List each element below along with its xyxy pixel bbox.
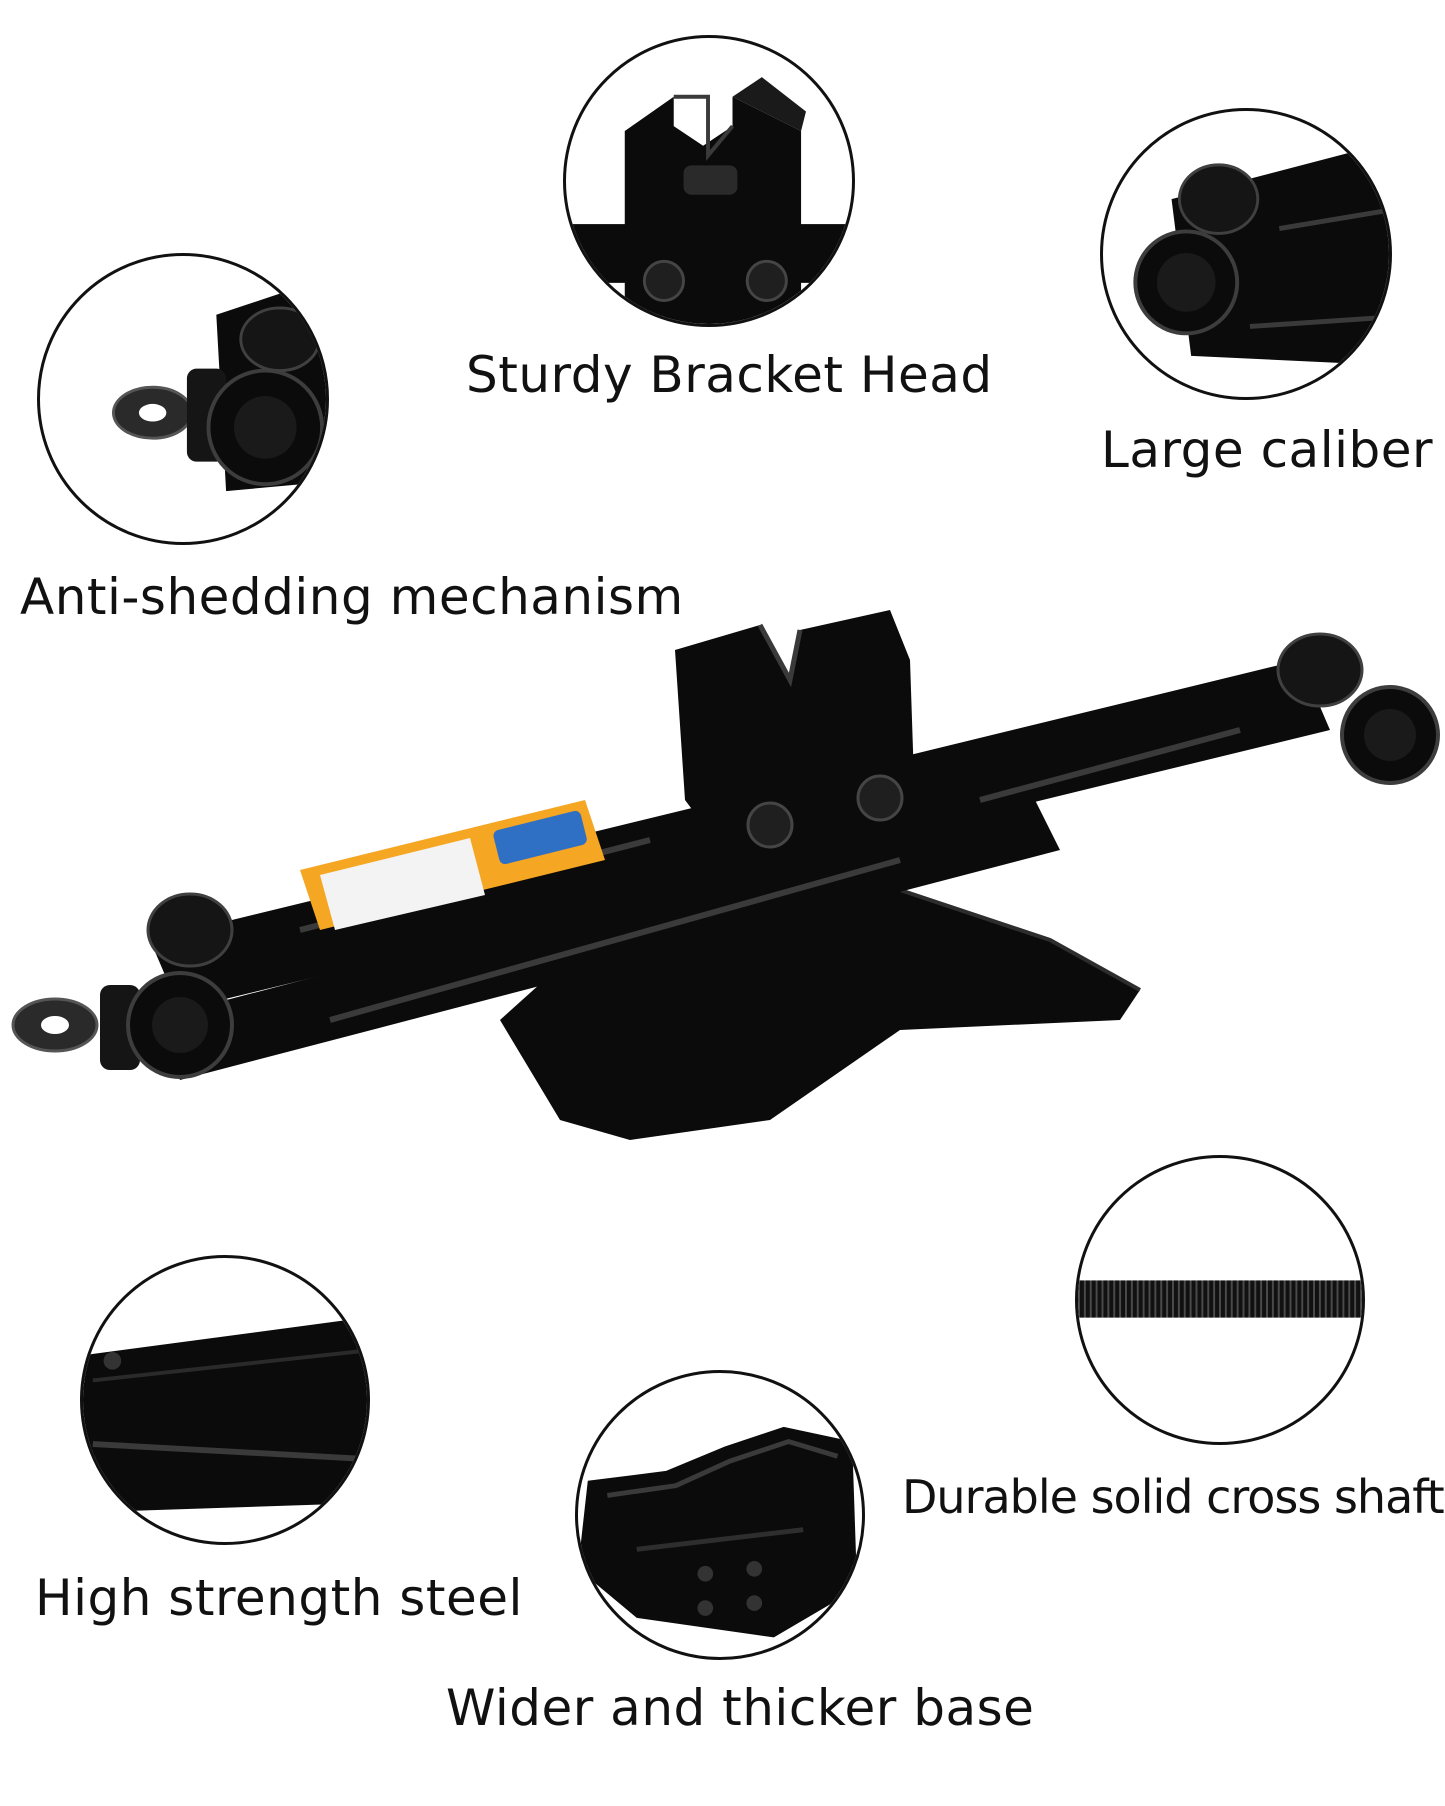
scissor-jack-icon xyxy=(11,610,1440,1140)
bracket-head-detail xyxy=(563,35,855,327)
wider-base-detail xyxy=(575,1370,865,1660)
anti-shedding-label: Anti-shedding mechanism xyxy=(20,568,684,626)
anti-shedding-icon xyxy=(111,278,326,492)
large-caliber-detail xyxy=(1100,108,1392,400)
bracket-head-icon xyxy=(566,77,852,324)
base-icon xyxy=(578,1426,858,1638)
caliber-icon xyxy=(1133,142,1389,366)
large-caliber-label: Large caliber xyxy=(1101,421,1434,479)
cross-shafts-label: Durable solid cross shafts xyxy=(902,1470,1445,1524)
cross-shafts-detail xyxy=(1075,1155,1365,1445)
bracket-head-label: Sturdy Bracket Head xyxy=(466,346,993,404)
anti-shedding-detail xyxy=(37,253,329,545)
high-strength-detail xyxy=(80,1255,370,1545)
cross-shaft-icon xyxy=(1078,1280,1362,1318)
high-strength-label: High strength steel xyxy=(35,1569,523,1627)
wider-base-label: Wider and thicker base xyxy=(446,1679,1035,1737)
steel-icon xyxy=(83,1317,367,1513)
